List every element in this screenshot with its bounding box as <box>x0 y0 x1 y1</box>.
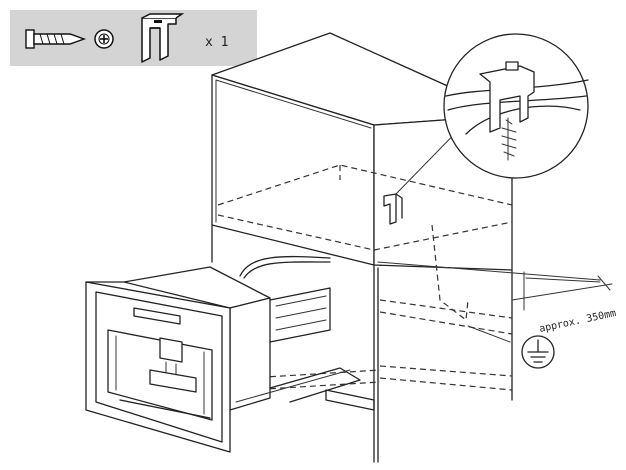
zoom-detail <box>443 33 589 179</box>
ground-symbol-icon <box>467 325 555 369</box>
phillips-head-icon <box>94 29 114 49</box>
mounting-bracket-icon <box>141 13 185 63</box>
appliance-drawer <box>85 255 361 453</box>
dimension-350mm: approx. 350mm <box>377 261 617 335</box>
quantity-label: x 1 <box>205 35 228 50</box>
parts-panel: x 1 <box>10 10 257 66</box>
screw-icon <box>25 29 87 49</box>
dimension-label: approx. 350mm <box>538 308 617 335</box>
